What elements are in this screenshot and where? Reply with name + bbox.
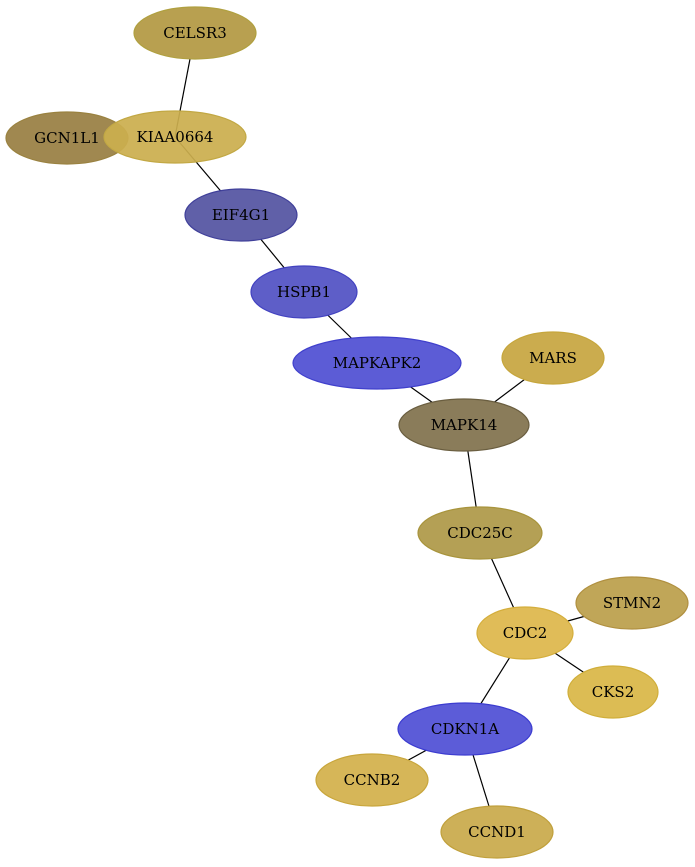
node-celsr3[interactable]: CELSR3: [133, 6, 257, 60]
node-ellipse[interactable]: [417, 506, 543, 560]
node-ellipse[interactable]: [397, 702, 533, 756]
node-ccnb2[interactable]: CCNB2: [315, 753, 429, 807]
node-cdc25c[interactable]: CDC25C: [417, 506, 543, 560]
node-ellipse[interactable]: [476, 606, 574, 660]
node-ellipse[interactable]: [184, 188, 298, 242]
node-ellipse[interactable]: [398, 398, 530, 452]
node-ellipse[interactable]: [440, 805, 554, 859]
node-stmn2[interactable]: STMN2: [575, 576, 689, 630]
node-ellipse[interactable]: [103, 110, 247, 164]
node-kiaa0664[interactable]: KIAA0664: [103, 110, 247, 164]
node-ccnd1[interactable]: CCND1: [440, 805, 554, 859]
node-cdc2[interactable]: CDC2: [476, 606, 574, 660]
node-cks2[interactable]: CKS2: [567, 665, 659, 719]
node-hspb1[interactable]: HSPB1: [250, 265, 358, 319]
node-ellipse[interactable]: [501, 331, 605, 385]
node-cdkn1a[interactable]: CDKN1A: [397, 702, 533, 756]
node-ellipse[interactable]: [315, 753, 429, 807]
node-eif4g1[interactable]: EIF4G1: [184, 188, 298, 242]
node-ellipse[interactable]: [567, 665, 659, 719]
node-ellipse[interactable]: [133, 6, 257, 60]
node-ellipse[interactable]: [575, 576, 689, 630]
node-ellipse[interactable]: [292, 336, 462, 390]
node-mapk14[interactable]: MAPK14: [398, 398, 530, 452]
node-mars[interactable]: MARS: [501, 331, 605, 385]
node-mapkapk2[interactable]: MAPKAPK2: [292, 336, 462, 390]
node-ellipse[interactable]: [250, 265, 358, 319]
